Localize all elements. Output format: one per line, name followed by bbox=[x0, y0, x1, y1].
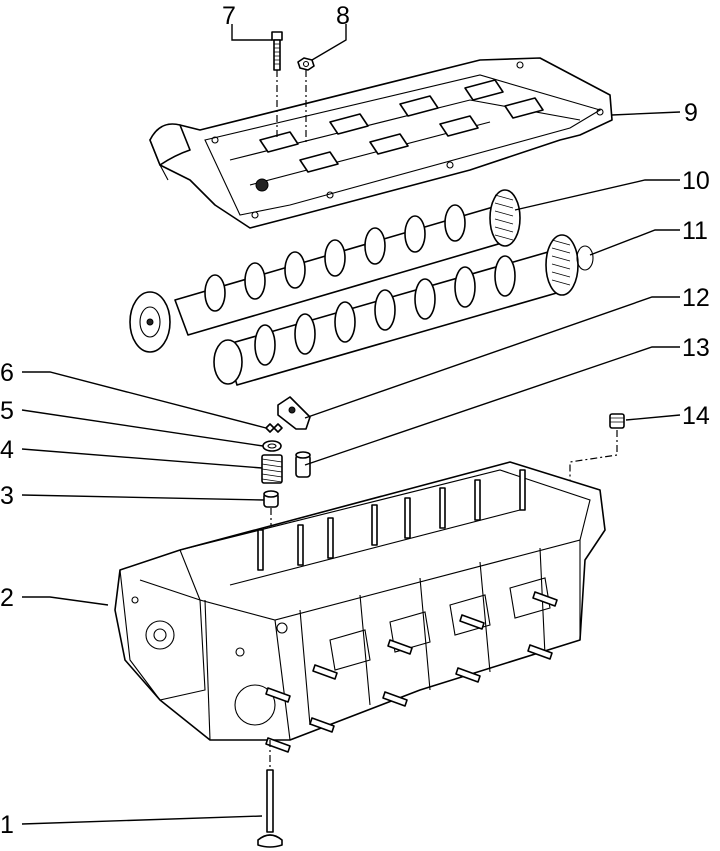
callout-2: 2 bbox=[0, 584, 14, 612]
rocker-arm bbox=[277, 396, 311, 430]
callout-6: 6 bbox=[0, 359, 14, 387]
valve bbox=[257, 740, 283, 848]
callout-labels: 1 2 3 4 5 6 7 8 9 10 11 12 13 14 bbox=[0, 2, 710, 839]
nut bbox=[297, 57, 315, 145]
callout-1: 1 bbox=[0, 811, 14, 839]
callout-5: 5 bbox=[0, 397, 14, 425]
callout-14: 14 bbox=[682, 402, 710, 430]
valve-collets bbox=[265, 423, 283, 433]
spring-retainer bbox=[262, 440, 282, 452]
bolt bbox=[271, 31, 283, 140]
callout-13: 13 bbox=[682, 334, 710, 362]
camshaft-carrier-frame bbox=[149, 57, 613, 229]
callout-8: 8 bbox=[336, 2, 350, 30]
valve-spring bbox=[261, 454, 283, 484]
callout-7: 7 bbox=[222, 2, 236, 30]
hydraulic-tappet bbox=[295, 451, 311, 478]
leader-lines bbox=[21, 24, 681, 825]
camshaft-upper bbox=[129, 189, 521, 353]
callout-11: 11 bbox=[682, 217, 708, 245]
cylinder-head bbox=[114, 461, 606, 753]
callout-3: 3 bbox=[0, 482, 14, 510]
callout-12: 12 bbox=[682, 284, 710, 312]
callout-9: 9 bbox=[684, 99, 698, 127]
callout-4: 4 bbox=[0, 436, 14, 464]
camshaft-lower bbox=[213, 234, 594, 386]
callout-10: 10 bbox=[682, 167, 710, 195]
